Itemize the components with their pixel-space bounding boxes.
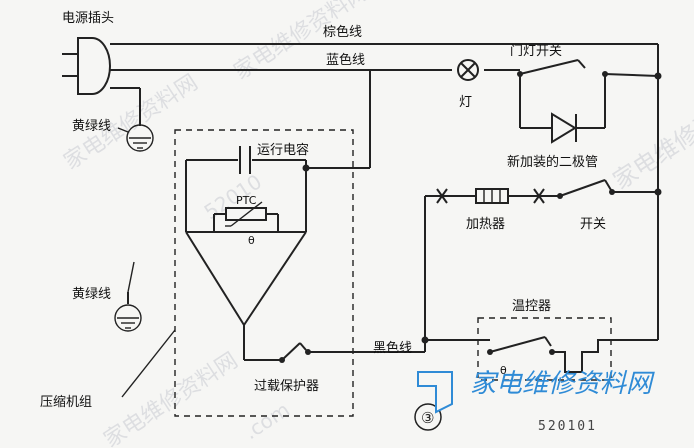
- figure-number: ③: [414, 403, 442, 431]
- watermark-text-4: 家电维修资料网: [100, 348, 243, 448]
- blue-wire: [110, 69, 520, 169]
- heater-switch: [557, 179, 658, 199]
- watermark-text-3: 家电维修资料网: [608, 80, 694, 195]
- ptc-motor-windings: [185, 201, 307, 326]
- run-capacitor: [185, 146, 310, 232]
- heater-label: 加热器: [466, 217, 505, 232]
- site-logo-url: 520101: [538, 419, 597, 434]
- ground-wire-2: [127, 261, 135, 304]
- overload-protector: [243, 325, 311, 363]
- thermostat-box: [477, 317, 612, 381]
- brown-wire: [110, 43, 659, 76]
- thermostat-contact: [478, 336, 658, 373]
- site-logo: 家电维修资料网 520101: [417, 369, 655, 434]
- diode-branch: [519, 74, 606, 144]
- run-capacitor-label: 运行电容: [257, 142, 309, 158]
- switch-label: 开关: [580, 217, 606, 232]
- black-wire: [308, 336, 478, 353]
- thermostat-label: 温控器: [512, 299, 551, 314]
- door-switch-label: 门灯开关: [510, 44, 562, 59]
- compressor-label: 压缩机组: [40, 394, 92, 410]
- ptc-theta-label: θ: [248, 234, 255, 247]
- door-light-switch: [517, 59, 662, 80]
- brown-wire-label: 棕色线: [323, 24, 362, 40]
- heater-branch: [424, 188, 560, 340]
- ground1-label: 黄绿线: [72, 119, 111, 134]
- diode-label: 新加装的二极管: [507, 154, 598, 170]
- ground-wire-1: [110, 87, 141, 126]
- ground2-label: 黄绿线: [72, 287, 111, 302]
- figure-number-text: ③: [421, 409, 434, 427]
- lamp-label: 灯: [459, 95, 472, 110]
- ground-symbol-1: [126, 124, 154, 152]
- watermark-site-2: .com: [240, 397, 294, 444]
- site-logo-brand: 家电维修资料网: [470, 369, 655, 399]
- plug-label: 电源插头: [62, 11, 114, 26]
- power-plug-symbol: [62, 37, 111, 95]
- ground-symbol-2: [114, 304, 142, 332]
- compressor-box: [174, 129, 354, 417]
- thermostat-theta-label: θ: [500, 364, 507, 377]
- ground1-leader: [117, 127, 129, 133]
- black-wire-label: 黑色线: [373, 340, 412, 356]
- watermark-text-2: 家电维修资料网: [230, 0, 373, 85]
- overload-label: 过载保护器: [254, 379, 319, 394]
- blue-wire-label: 蓝色线: [326, 52, 365, 68]
- lamp-symbol: [457, 59, 479, 81]
- ptc-label: PTC: [236, 194, 257, 207]
- compressor-leader: [121, 329, 176, 398]
